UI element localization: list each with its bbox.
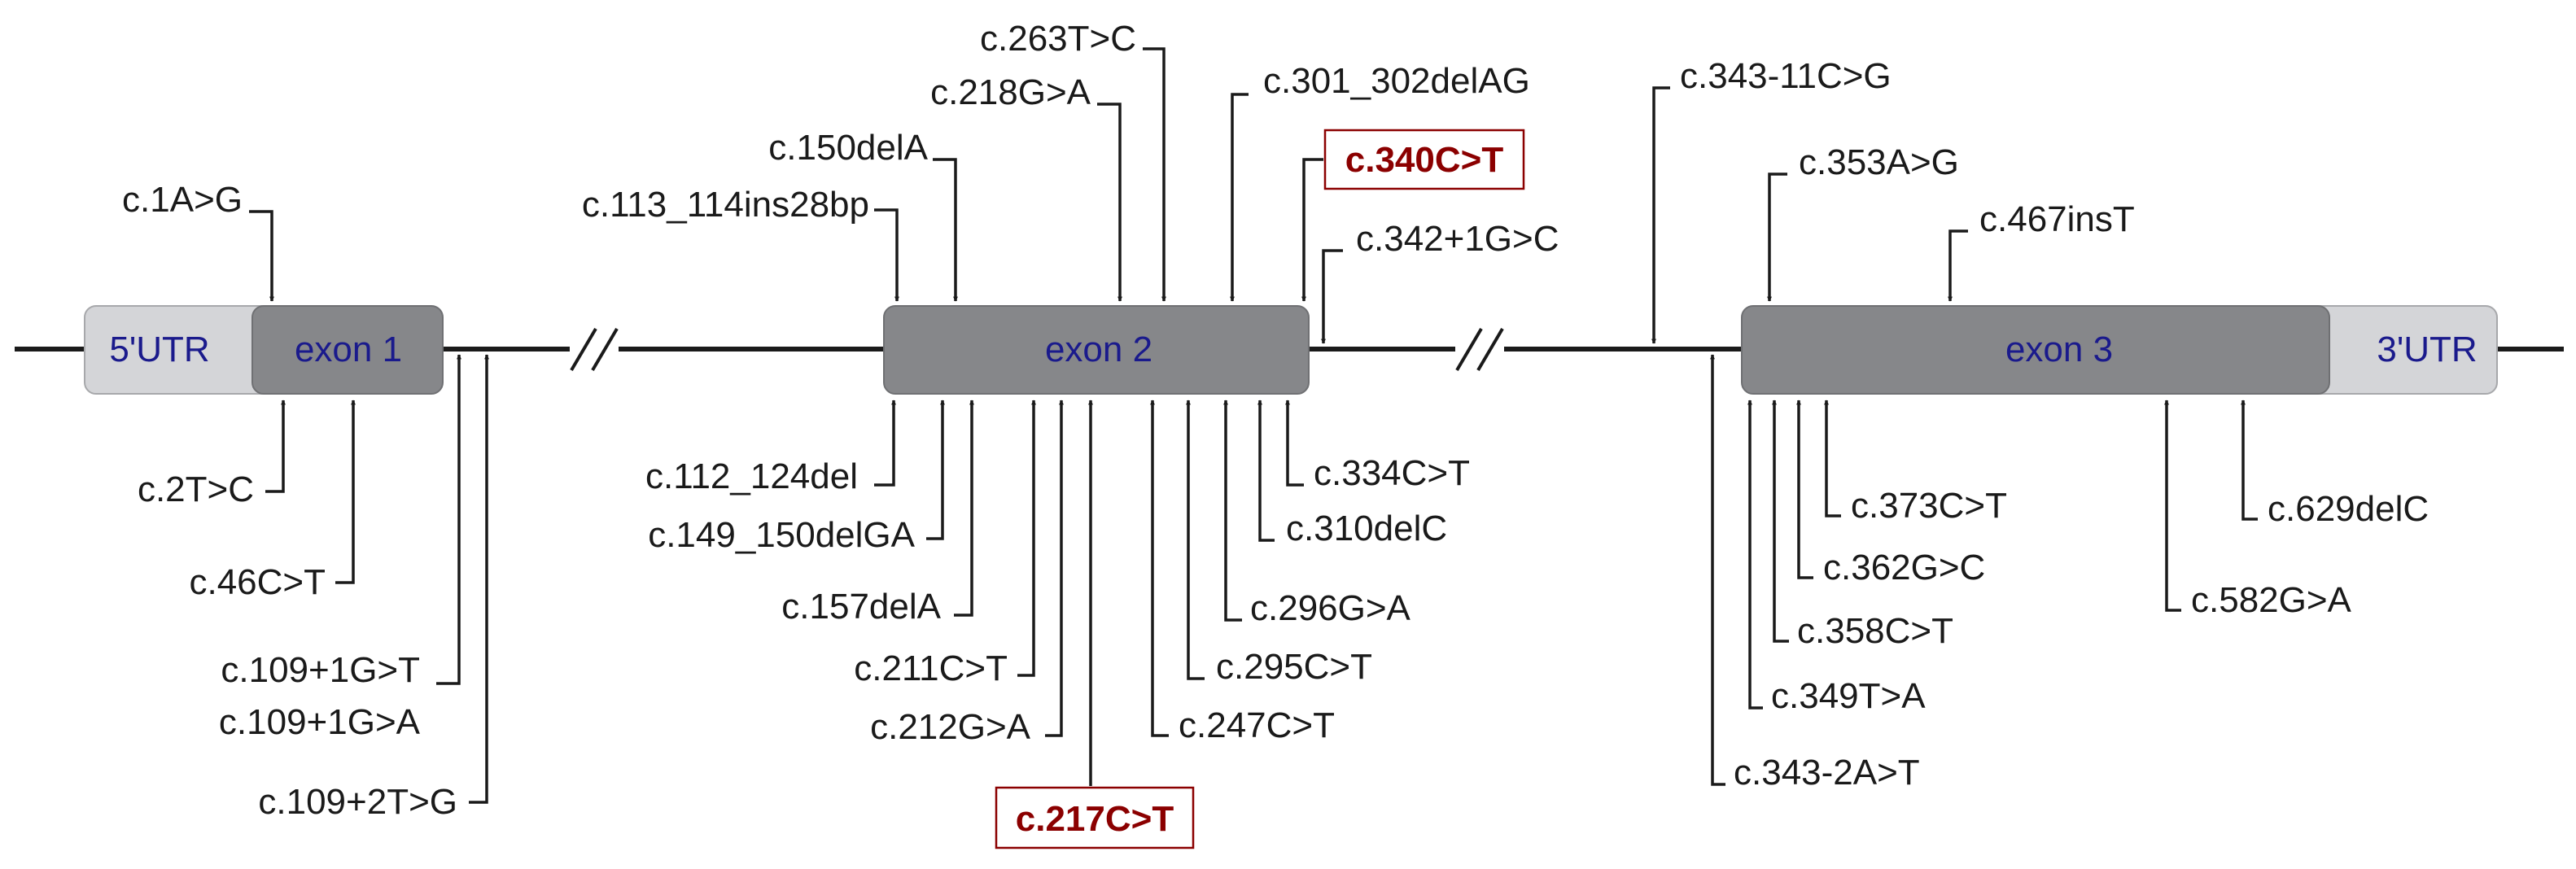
variant-label: c.263T>C bbox=[980, 19, 1136, 59]
variant-c340CT: c.340C>T bbox=[1301, 129, 1525, 302]
variant-c109p1GA-label: c.109+1G>A bbox=[219, 702, 421, 742]
variant-c373CT: c.373C>T bbox=[1824, 400, 2007, 526]
variant-label: c.349T>A bbox=[1771, 676, 1926, 716]
variant-label: c.310delC bbox=[1286, 509, 1447, 548]
variant-c629delC: c.629delC bbox=[2241, 400, 2429, 529]
exon2-region bbox=[883, 305, 1310, 395]
variant-label: c.343-2A>T bbox=[1734, 753, 1920, 793]
variant-c353AG: c.353A>G bbox=[1767, 142, 1959, 302]
variant-c109p2TG: c.109+2T>G bbox=[258, 354, 489, 822]
variant-label: c.2T>C bbox=[138, 469, 254, 509]
variant-c358CT: c.358C>T bbox=[1772, 400, 1953, 651]
variant-c301_302delAG: c.301_302delAG bbox=[1230, 61, 1530, 302]
intron-break-1 bbox=[570, 327, 619, 372]
variant-c212GA: c.212G>A bbox=[870, 400, 1064, 747]
highlight-box bbox=[995, 786, 1195, 849]
utr5-label: 5'UTR bbox=[109, 330, 209, 369]
variant-c157delA: c.157delA bbox=[781, 400, 974, 627]
variant-label: c.109+1G>T bbox=[221, 650, 420, 690]
highlight-box bbox=[1323, 129, 1525, 190]
exon3-label: exon 3 bbox=[2005, 330, 2113, 369]
variant-c218GA: c.218G>A bbox=[930, 72, 1122, 302]
variant-c362GC: c.362G>C bbox=[1796, 400, 1985, 587]
variant-label: c.358C>T bbox=[1797, 611, 1953, 651]
variant-c349TA: c.349T>A bbox=[1747, 400, 1926, 716]
variant-c1AG: c.1A>G bbox=[122, 180, 274, 302]
variant-label: c.247C>T bbox=[1179, 705, 1335, 745]
intron-break-2 bbox=[1455, 327, 1504, 372]
exon2-label: exon 2 bbox=[1045, 330, 1152, 369]
variant-label: c.343-11C>G bbox=[1680, 56, 1892, 96]
variant-label: c.150delA bbox=[768, 128, 928, 168]
variant-c150delA: c.150delA bbox=[768, 128, 958, 302]
variant-label: c.582G>A bbox=[2191, 580, 2352, 620]
variant-label: c.211C>T bbox=[854, 648, 1008, 688]
variant-label: c.149_150delGA bbox=[648, 515, 915, 555]
variant-c295CT: c.295C>T bbox=[1186, 400, 1372, 687]
exon1-region bbox=[251, 305, 444, 395]
variant-c582GA: c.582G>A bbox=[2164, 400, 2352, 620]
variant-c109p1GT: c.109+1G>T bbox=[221, 354, 461, 690]
variant-c149_150delGA: c.149_150delGA bbox=[648, 400, 945, 555]
exon1-label: exon 1 bbox=[295, 330, 402, 369]
variant-label: c.212G>A bbox=[870, 707, 1031, 747]
exon3-region bbox=[1741, 305, 2330, 395]
variant-c217CT: c.217C>T bbox=[995, 400, 1195, 849]
variant-c296GA: c.296G>A bbox=[1223, 400, 1411, 628]
variant-label: c.112_124del bbox=[645, 456, 858, 496]
variant-c343m11CG: c.343-11C>G bbox=[1651, 56, 1892, 344]
variant-c334CT: c.334C>T bbox=[1285, 400, 1470, 493]
variant-label: c.217C>T bbox=[1016, 799, 1174, 839]
variant-label: c.334C>T bbox=[1314, 453, 1470, 493]
variant-label: c.373C>T bbox=[1851, 486, 2007, 526]
variant-c342p1GC: c.342+1G>C bbox=[1321, 219, 1559, 344]
variant-c343m2AT: c.343-2A>T bbox=[1710, 354, 1920, 793]
variant-label: c.629delC bbox=[2268, 489, 2429, 529]
variant-label: c.109+2T>G bbox=[258, 782, 457, 822]
variant-label: c.1A>G bbox=[122, 180, 243, 220]
variant-label: c.342+1G>C bbox=[1356, 219, 1559, 259]
variant-label: c.157delA bbox=[781, 587, 941, 627]
utr3-label: 3'UTR bbox=[2377, 330, 2477, 369]
variant-label: c.113_114ins28bp bbox=[582, 185, 869, 225]
variant-label: c.218G>A bbox=[930, 72, 1091, 112]
variant-c46CT: c.46C>T bbox=[189, 400, 356, 602]
variant-label: c.301_302delAG bbox=[1263, 61, 1530, 101]
variant-label: c.353A>G bbox=[1799, 142, 1959, 182]
variant-c112_124del: c.112_124del bbox=[645, 400, 896, 496]
variant-c467insT: c.467insT bbox=[1948, 199, 2135, 302]
variant-label: c.296G>A bbox=[1250, 588, 1411, 628]
variant-c2TC: c.2T>C bbox=[138, 400, 286, 509]
variant-label: c.46C>T bbox=[189, 562, 326, 602]
variant-c113_114ins28bp: c.113_114ins28bp bbox=[582, 185, 899, 302]
variant-label: c.340C>T bbox=[1345, 140, 1504, 180]
variant-label: c.362G>C bbox=[1823, 548, 1985, 587]
variant-c247CT: c.247C>T bbox=[1150, 400, 1335, 745]
variant-c211CT: c.211C>T bbox=[854, 400, 1036, 688]
variant-c263TC: c.263T>C bbox=[980, 19, 1166, 302]
variant-c310delC: c.310delC bbox=[1257, 400, 1447, 548]
variant-label: c.295C>T bbox=[1216, 647, 1372, 687]
variant-label: c.467insT bbox=[1979, 199, 2135, 239]
